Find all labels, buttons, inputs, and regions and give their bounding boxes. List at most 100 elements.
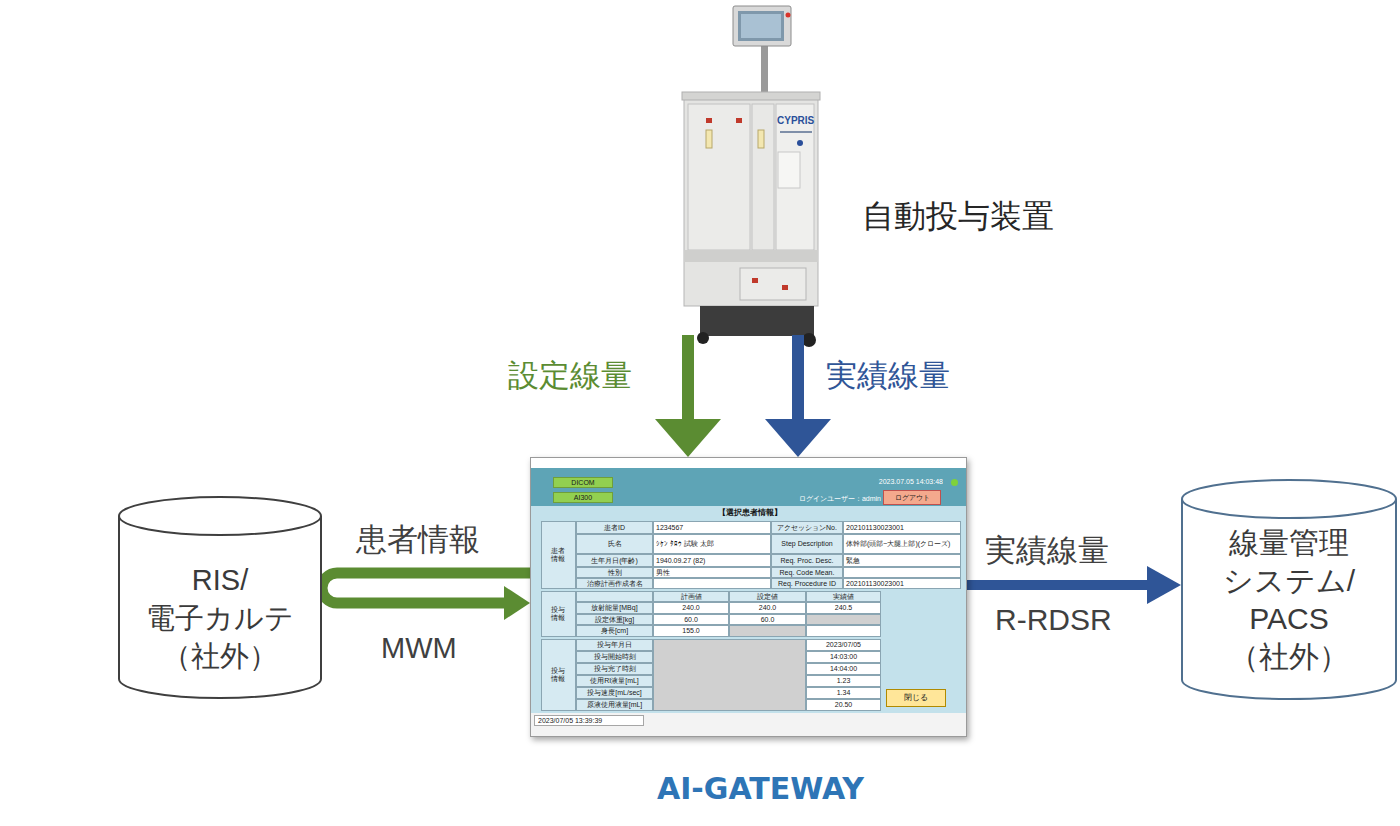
screen-text: 投与開始時刻 bbox=[594, 653, 636, 661]
screen-cell: 1234567 bbox=[653, 521, 771, 534]
database-cylinder: 線量管理 システム/ PACS （社外） bbox=[1181, 480, 1397, 700]
screen-cell: 20.50 bbox=[806, 699, 881, 711]
screen-cell: 60.0 bbox=[729, 614, 806, 625]
screen-text: Step Description bbox=[781, 540, 832, 548]
arrow-head bbox=[504, 586, 530, 620]
screen-cell: ｼｹﾝ ﾀﾛｳ 試験 太郎 bbox=[653, 534, 771, 554]
screen-text: 投与年月日 bbox=[597, 641, 632, 649]
screen-text: 患者ID bbox=[604, 524, 625, 532]
screen-cell: Req. Procedure ID bbox=[771, 578, 843, 589]
screen-band bbox=[531, 458, 966, 468]
arrow-head bbox=[1147, 566, 1181, 604]
screen-cell: 計画値 bbox=[653, 591, 729, 602]
screen-text: 原液使用液量[mL] bbox=[587, 701, 643, 709]
screen-cell: 2023/07/05 bbox=[806, 639, 881, 651]
screen-cell: 緊急 bbox=[843, 554, 961, 567]
screen-text: 14:04:00 bbox=[830, 665, 857, 673]
connector-arrow bbox=[322, 573, 530, 620]
gateway-heading: AI-GATEWAY bbox=[657, 771, 864, 806]
screen-text: 計画値 bbox=[681, 593, 702, 601]
connector-arrow bbox=[967, 566, 1181, 604]
screen-text: 使用RI液量[mL] bbox=[590, 677, 639, 685]
screen-button: 閉じる bbox=[886, 689, 946, 707]
arrow-shaft bbox=[792, 335, 804, 421]
status-dot bbox=[951, 479, 958, 486]
screen-text: 投与完了時刻 bbox=[594, 665, 636, 673]
screen-cell: 男性 bbox=[653, 567, 771, 578]
cylinder-text-wrap: 線量管理 システム/ PACS （社外） bbox=[1202, 524, 1376, 676]
screen-cell: 2023.07.05 14:03:48 bbox=[831, 476, 943, 487]
arrow-shaft bbox=[967, 580, 1149, 590]
screen-cell: 生年月日(年齢) bbox=[576, 554, 653, 567]
screen-text: 1234567 bbox=[656, 524, 683, 532]
screen-text: 240.5 bbox=[835, 604, 853, 612]
free-label-wrap: R-RDSR bbox=[995, 603, 1112, 637]
screen-cell: 2023/07/05 13:39:39 bbox=[534, 715, 644, 726]
screen-cell: 使用RI液量[mL] bbox=[576, 675, 653, 687]
protocol-label: R-RDSR bbox=[995, 603, 1112, 636]
arrow-shaft bbox=[682, 335, 694, 421]
screen-cell bbox=[576, 591, 653, 602]
screen-text: 2023/07/05 bbox=[826, 641, 861, 649]
screen-cell: Step Description bbox=[771, 534, 843, 554]
screen-cell: 患者情報 bbox=[541, 521, 576, 589]
button-label: 閉じる bbox=[904, 694, 928, 703]
screen-text: 性別 bbox=[608, 569, 622, 577]
screen-text: 1940.09.27 (82) bbox=[656, 557, 705, 565]
screen-text: 放射能量[MBq] bbox=[591, 604, 637, 612]
screen-cell: 放射能量[MBq] bbox=[576, 602, 653, 614]
free-label-wrap: MWM bbox=[381, 632, 457, 665]
screen-cell: 投与完了時刻 bbox=[576, 663, 653, 675]
screen-cell: 202101130023001 bbox=[843, 521, 961, 534]
screen-cell bbox=[729, 625, 806, 637]
free-label-wrap: CYPRIS bbox=[777, 115, 814, 126]
edge-label: 実績線量 bbox=[826, 358, 950, 393]
edge-label: 実績線量 bbox=[985, 533, 1109, 568]
screen-cell bbox=[843, 567, 961, 578]
screen-cell: Req. Code Mean. bbox=[771, 567, 843, 578]
cylinder-rim bbox=[119, 516, 321, 535]
screen-cell: Req. Proc. Desc. bbox=[771, 554, 843, 567]
screen-cell: 14:04:00 bbox=[806, 663, 881, 675]
screen-cell: 60.0 bbox=[653, 614, 729, 625]
screen-text: 治療計画作成者名 bbox=[587, 580, 643, 588]
connector-arrow bbox=[655, 335, 721, 457]
screen-text: 1.34 bbox=[837, 689, 851, 697]
button-label: AI300 bbox=[574, 494, 592, 502]
screen-text: 155.0 bbox=[682, 627, 700, 635]
screen-cell: 1.23 bbox=[806, 675, 881, 687]
screen-cell: ログインユーザー：admin bbox=[779, 493, 881, 504]
screen-text: 設定体重[kg] bbox=[595, 616, 634, 624]
device-label: 自動投与装置 bbox=[862, 198, 1054, 234]
device-label-wrap: 自動投与装置 bbox=[862, 195, 1054, 239]
screen-text: 60.0 bbox=[684, 616, 698, 624]
dosing-device-drawing bbox=[682, 6, 820, 347]
screen-text: 投与情報 bbox=[551, 667, 566, 682]
screen-text: 身長[cm] bbox=[601, 627, 628, 635]
cylinder-rim bbox=[1182, 499, 1396, 518]
screen-cell: 【選択患者情報】 bbox=[591, 507, 908, 520]
protocol-label: MWM bbox=[381, 632, 457, 664]
screen-cell: 性別 bbox=[576, 567, 653, 578]
button-label: DICOM bbox=[571, 479, 594, 487]
screen-text: 14:03:00 bbox=[830, 653, 857, 661]
edge-label-wrap: 患者情報 bbox=[356, 519, 480, 561]
arrow-shaft bbox=[322, 573, 530, 603]
screen-cell bbox=[806, 614, 881, 625]
cylinder-body bbox=[119, 497, 321, 698]
screen-cell: 実績値 bbox=[806, 591, 881, 602]
screen-text: 投与速度[mL/sec] bbox=[587, 689, 641, 697]
screen-cell: 治療計画作成者名 bbox=[576, 578, 653, 589]
screen-text: 2023.07.05 14:03:48 bbox=[879, 478, 943, 486]
connector-arrow bbox=[765, 335, 831, 457]
screen-text: 【選択患者情報】 bbox=[718, 509, 782, 518]
screen-cell: 設定値 bbox=[729, 591, 806, 602]
screen-text: 設定値 bbox=[757, 593, 778, 601]
screen-text: ｼｹﾝ ﾀﾛｳ 試験 太郎 bbox=[656, 540, 714, 548]
screen-button: DICOM bbox=[553, 477, 613, 488]
gateway-heading-wrap: AI-GATEWAY bbox=[542, 771, 979, 806]
edge-label-wrap: 実績線量 bbox=[826, 355, 950, 397]
screen-cell bbox=[653, 578, 771, 589]
screen-cell bbox=[653, 639, 806, 711]
cylinder-body bbox=[1182, 480, 1396, 699]
